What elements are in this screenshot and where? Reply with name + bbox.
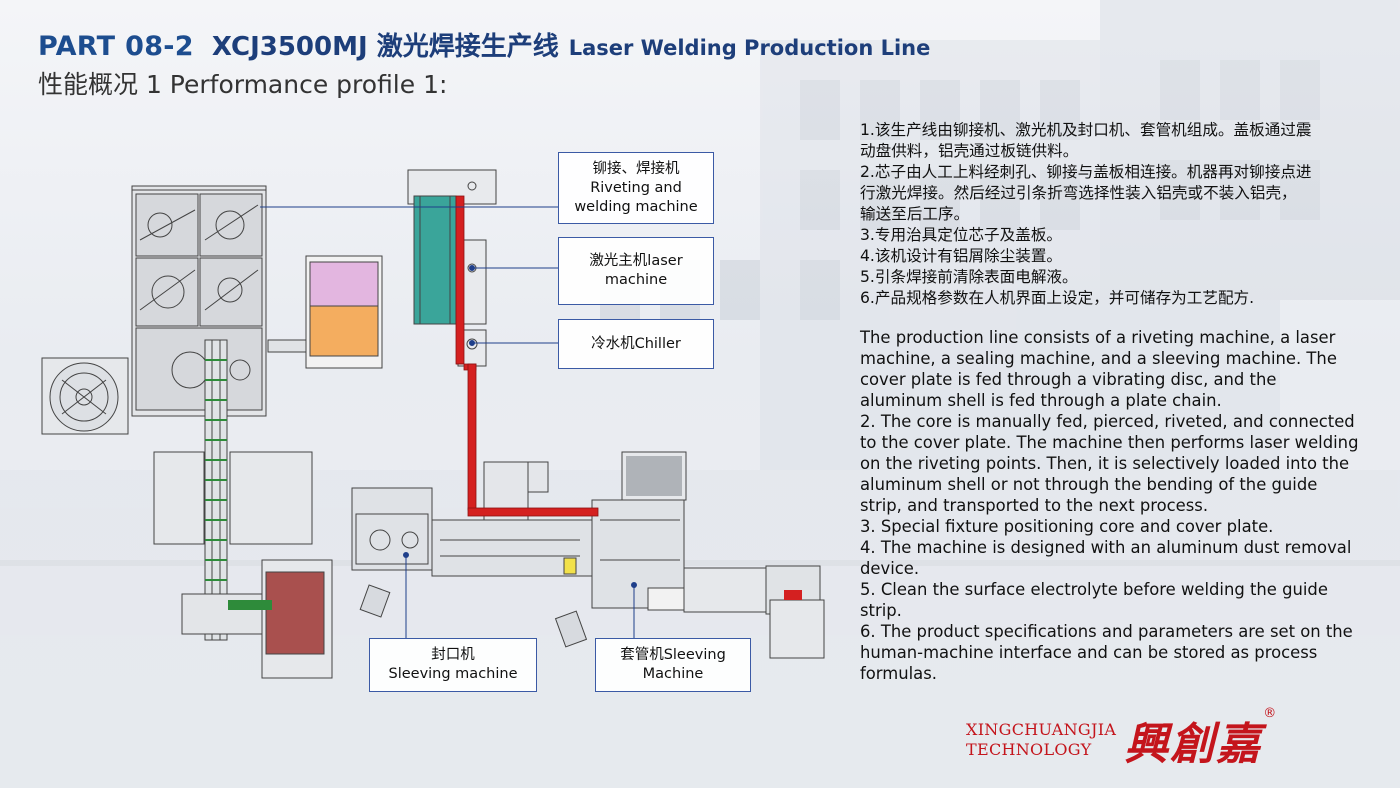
desc-en-line: to the cover plate. The machine then per… xyxy=(860,433,1359,452)
desc-cn-line: 输送至后工序。 xyxy=(860,205,970,223)
description-english: The production line consists of a riveti… xyxy=(860,327,1390,684)
registered-mark: ® xyxy=(1263,706,1277,721)
desc-en-line: 6. The product specifications and parame… xyxy=(860,622,1353,641)
desc-en-line: strip, and transported to the next proce… xyxy=(860,496,1209,515)
callout-sealing-cn: 封口机 xyxy=(431,647,475,663)
description-chinese: 1.该生产线由铆接机、激光机及封口机、套管机组成。盖板通过震 动盘供料，铝壳通过… xyxy=(860,120,1390,309)
desc-cn-line: 6.产品规格参数在人机界面上设定，并可储存为工艺配方. xyxy=(860,289,1255,307)
callout-riveting-en2: welding machine xyxy=(574,198,698,215)
desc-en-line: human-machine interface and can be store… xyxy=(860,643,1318,662)
desc-cn-line: 3.专用治具定位芯子及盖板。 xyxy=(860,226,1063,244)
english-title: Laser Welding Production Line xyxy=(568,36,931,60)
page-header: PART 08-2 XCJ3500MJ 激光焊接生产线 Laser Weldin… xyxy=(38,26,930,101)
callout-chiller-label: 冷水机Chiller xyxy=(591,335,681,352)
desc-en-line: formulas. xyxy=(860,664,937,683)
desc-cn-line: 5.引条焊接前清除表面电解液。 xyxy=(860,268,1078,286)
callout-riveting-cn: 铆接、焊接机 xyxy=(592,160,680,177)
callout-laser-en: machine xyxy=(604,272,668,288)
company-logo: XINGCHUANGJIA TECHNOLOGY 興創嘉 ® xyxy=(966,706,1276,772)
desc-cn-line: 1.该生产线由铆接机、激光机及封口机、套管机组成。盖板通过震 xyxy=(860,121,1312,139)
desc-en-line: The production line consists of a riveti… xyxy=(860,328,1336,347)
part-number: PART 08-2 xyxy=(38,31,194,62)
desc-cn-line: 行激光焊接。然后经过引条折弯选择性装入铝壳或不装入铝壳， xyxy=(860,184,1297,202)
logo-english: XINGCHUANGJIA TECHNOLOGY xyxy=(966,720,1116,760)
logo-chinese: 興創嘉 xyxy=(1124,719,1263,770)
desc-en-line: 2. The core is manually fed, pierced, ri… xyxy=(860,412,1355,431)
vibrating-disc-drawing xyxy=(41,357,129,435)
desc-en-line: cover plate is fed through a vibrating d… xyxy=(860,370,1277,389)
desc-en-line: device. xyxy=(860,559,920,578)
main-line-drawing xyxy=(431,451,825,659)
sealing-machine-drawing xyxy=(181,487,588,679)
feeder-cabinet-drawing xyxy=(305,255,383,369)
callout-sleeving-line2: Machine xyxy=(642,666,704,682)
desc-en-line: aluminum shell is fed through a plate ch… xyxy=(860,391,1222,410)
desc-cn-line: 4.该机设计有铝屑除尘装置。 xyxy=(860,247,1063,265)
callout-riveting-en1: Riveting and xyxy=(590,179,682,196)
desc-en-line: machine, a sealing machine, and a sleevi… xyxy=(860,349,1337,368)
callout-sleeving-line1: 套管机Sleeving xyxy=(620,647,726,663)
callout-laser-cn: 激光主机laser xyxy=(589,253,683,269)
title-row: PART 08-2 XCJ3500MJ 激光焊接生产线 Laser Weldin… xyxy=(38,26,930,63)
callout-laser-machine: 激光主机laser machine xyxy=(558,237,714,305)
logo-en-line1: XINGCHUANGJIA xyxy=(966,720,1117,739)
desc-en-line: 3. Special fixture positioning core and … xyxy=(860,517,1274,536)
desc-en-line: strip. xyxy=(860,601,902,620)
desc-cn-line: 2.芯子由人工上料经刺孔、铆接与盖板相连接。机器再对铆接点进 xyxy=(860,163,1312,181)
desc-en-line: on the riveting points. Then, it is sele… xyxy=(860,454,1350,473)
callout-sealing-machine: 封口机 Sleeving machine xyxy=(369,638,537,692)
red-exhaust-duct xyxy=(455,195,599,517)
callout-riveting-welding: 铆接、焊接机 Riveting and welding machine xyxy=(558,152,714,224)
vertical-conveyor-drawing xyxy=(204,339,228,641)
callout-sealing-en: Sleeving machine xyxy=(388,666,518,682)
callout-chiller: 冷水机Chiller xyxy=(558,319,714,369)
desc-en-line: 5. Clean the surface electrolyte before … xyxy=(860,580,1328,599)
laser-machine-drawing xyxy=(407,169,497,367)
desc-en-line: 4. The machine is designed with an alumi… xyxy=(860,538,1352,557)
production-line-diagram xyxy=(41,169,825,679)
desc-en-line: aluminum shell or not through the bendin… xyxy=(860,475,1318,494)
riveting-welding-machine-drawing xyxy=(131,185,267,417)
subtitle: 性能概况 1 Performance profile 1: xyxy=(38,70,448,99)
callout-sleeving-machine: 套管机Sleeving Machine xyxy=(595,638,751,692)
desc-cn-line: 动盘供料，铝壳通过板链供料。 xyxy=(860,142,1079,160)
description-panel: 1.该生产线由铆接机、激光机及封口机、套管机组成。盖板通过震 动盘供料，铝壳通过… xyxy=(860,120,1390,684)
model-title: XCJ3500MJ 激光焊接生产线 xyxy=(211,32,559,62)
logo-en-line2: TECHNOLOGY xyxy=(966,740,1092,759)
